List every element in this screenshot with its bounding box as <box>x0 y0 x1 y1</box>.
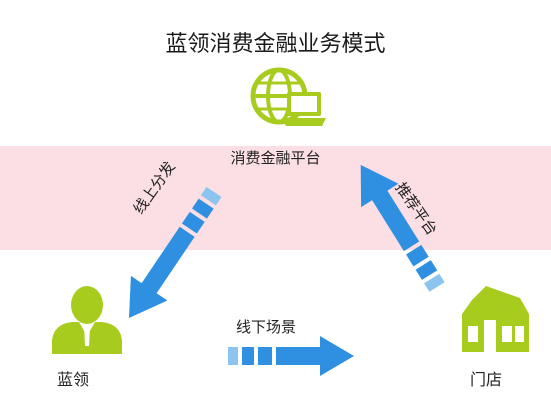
offline-scene-arrow <box>228 336 354 376</box>
person-icon <box>52 286 122 354</box>
globe-laptop-icon <box>250 67 326 126</box>
offline-scene-label: 线下场景 <box>236 318 297 336</box>
diagram-title: 蓝领消费金融业务模式 <box>165 32 386 57</box>
house-icon <box>462 286 529 352</box>
platform-label: 消费金融平台 <box>230 149 321 167</box>
store-label: 门店 <box>470 370 503 389</box>
user-label: 蓝领 <box>57 370 90 389</box>
recommend-arrow <box>360 164 445 292</box>
online-distribution-arrow <box>129 186 222 319</box>
pink-band <box>0 146 551 250</box>
